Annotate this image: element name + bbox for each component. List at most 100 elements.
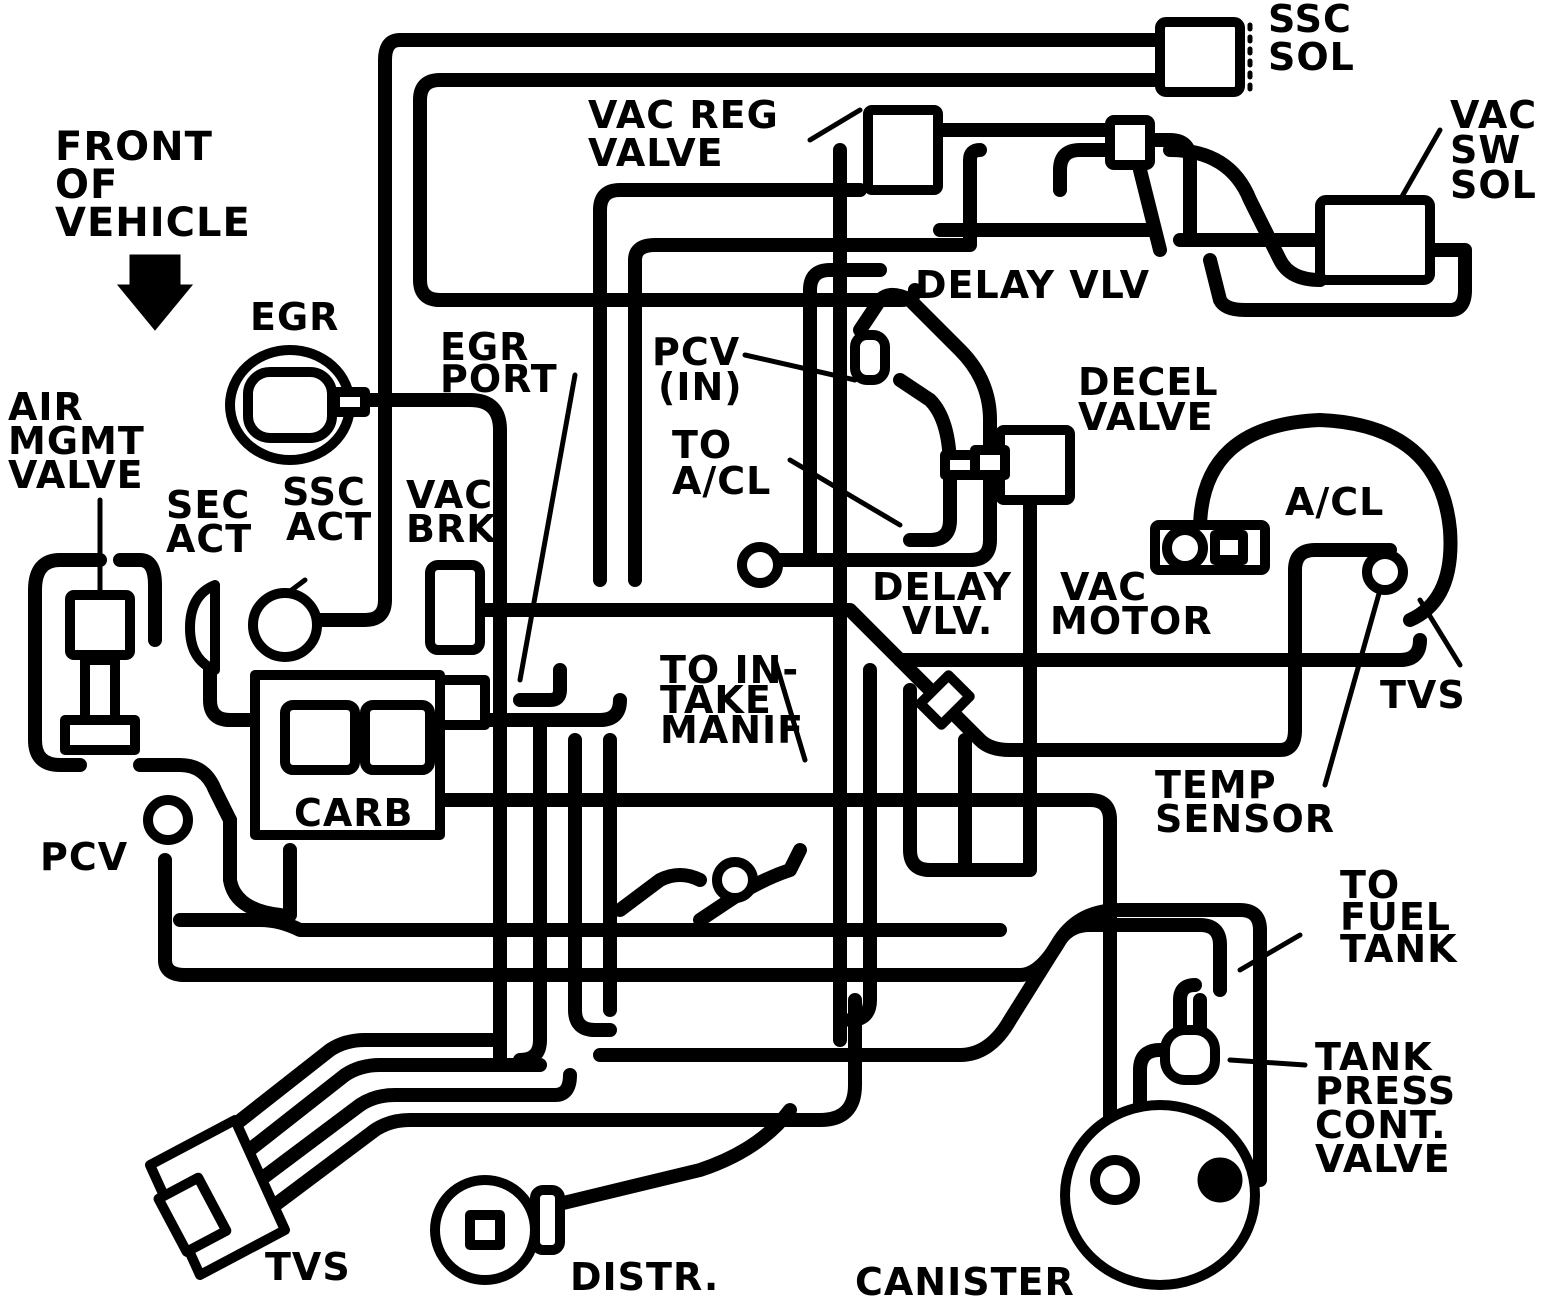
label-canister: CANISTER [855,1260,1075,1304]
hose-vertical-b [628,143,987,587]
canister-port-right [1197,1157,1243,1203]
label-to-intake-manif-3: MANIF [660,708,804,752]
vacuum-hoses [28,33,1472,1242]
to-acl-leader [787,457,903,528]
label-air-mgmt-valve-1: AIR [8,385,84,429]
label-pcv-in-1: PCV [652,330,740,374]
hose-carb-to-acl [473,543,1397,757]
pcv-in-fitting [850,330,890,385]
label-vehicle: VEHICLE [55,200,251,246]
label-delay-vlv-top: DELAY VLV [915,263,1150,307]
hose-tvs-bottom-4 [228,993,862,1242]
hose-tvs-bottom-2 [198,1058,547,1192]
label-front-of-vehicle: FRONT OF VEHICLE [55,124,251,246]
ssc-act-body [248,588,322,662]
label-vac-brk-2: BRK [406,507,497,551]
vac-reg-valve-body [863,105,943,195]
label-vac-brk: VAC BRK [406,473,497,551]
ssc-sol-body [1155,17,1245,97]
label-delay-vlv-mid: DELAY VLV. [872,565,1011,643]
label-egr: EGR [250,295,339,339]
hose-vertical-a [593,183,867,587]
label-front: FRONT [55,124,213,170]
label-tank-press-cont-valve-3: CONT. [1315,1103,1447,1147]
canister-body [1060,1100,1260,1290]
hose-to-vac-sw-sol-a [1163,143,1327,287]
label-sec-act: SEC ACT [166,483,251,561]
hose-carb-port-b [473,693,627,727]
label-ssc-sol: SSC SOL [1268,0,1355,79]
label-air-mgmt-valve: AIR MGMT VALVE [8,385,144,497]
hose-vac-sw-sol-return [1203,243,1472,317]
label-decel-valve: DECEL VALVE [1078,360,1218,439]
delay-vlv-mid-body [915,670,975,730]
air-mgmt-valve-top [65,590,135,660]
hose-canister-up [1133,993,1207,1177]
label-egr-port-2: PORT [440,357,558,401]
components [60,17,1463,1290]
vac-sw-sol-leader [1397,127,1443,203]
label-tvs-right: TVS [1380,673,1466,717]
label-to-acl: TO A/CL [672,423,771,503]
hose-distr-crossing [593,918,1227,1062]
label-vac-brk-1: VAC [406,473,493,517]
hose-pcv-loop [773,288,997,567]
hose-pcv-branch [173,913,1007,937]
label-to-acl-2: A/CL [672,459,771,503]
label-vac-sw-sol: VAC SW SOL [1450,93,1536,207]
label-to-intake-manif-2: TAKE [660,678,772,722]
label-tank-press-cont-valve-2: PRESS [1315,1069,1456,1113]
hose-egr-to-port [353,393,507,667]
ssc-act-leader [282,577,308,598]
acl-fitting [1362,549,1408,595]
hose-bundle-5 [843,663,877,1027]
hose-delay-leader [1133,163,1167,257]
hose-ssc-sol-to-ssc-act [313,33,1177,627]
tee-fitting-mid [737,542,783,588]
carb-barrel-right [360,700,435,775]
vac-sw-sol-body [1315,195,1435,285]
hose-pcv-in-up [803,263,887,567]
egr-valve-inner [243,367,337,443]
hose-delay-to-decel [903,483,1037,877]
tank-press-cont-valve-body [1160,1025,1220,1085]
sec-act-body [185,580,220,675]
label-air-mgmt-valve-3: VALVE [8,453,144,497]
label-vac-motor-1: VAC [1060,565,1147,609]
label-to-fuel-tank-2: FUEL [1340,895,1451,939]
label-temp-sensor-2: SENSOR [1155,797,1335,841]
label-ssc-act-1: SSC [282,470,366,514]
distributor-center [465,1210,505,1250]
hose-carb-port [513,663,567,707]
pcv-valve-body [143,795,193,845]
canister-port-left [1090,1155,1140,1205]
label-decel-valve-2: VALVE [1078,395,1214,439]
label-vac-reg-valve: VAC REG VALVE [588,93,779,175]
label-vac-reg-valve-1: VAC REG [588,93,779,137]
temp-sensor-leader [1322,587,1383,788]
label-egr-port: EGR PORT [440,325,558,401]
carb-port-fitting [435,675,490,730]
label-temp-sensor-1: TEMP [1155,763,1277,807]
label-to-acl-1: TO [672,423,732,467]
label-to-fuel-tank: TO FUEL TANK [1340,863,1457,971]
hose-intake-branch [613,868,707,917]
hose-tvs-right [893,633,1427,667]
label-egr-port-1: EGR [440,325,529,369]
delay-vlv-top-body [1105,115,1155,170]
label-tank-press-cont-valve-4: VALVE [1315,1137,1451,1181]
carb-barrel-left [280,700,360,775]
hose-air-mgmt-loop [28,553,107,772]
label-ssc-sol-2: SOL [1268,35,1355,79]
decel-valve-body [995,425,1075,505]
hose-canister-loop [1173,978,1202,1067]
label-ssc-act: SSC ACT [282,470,371,549]
air-cleaner-housing [1193,413,1458,627]
pcv-in-leader [742,352,858,383]
egr-port-leader [517,372,578,683]
temp-sensor-fitting [1162,525,1208,571]
label-pcv-in-2: (IN) [658,365,743,409]
vac-brk-body [425,560,485,655]
